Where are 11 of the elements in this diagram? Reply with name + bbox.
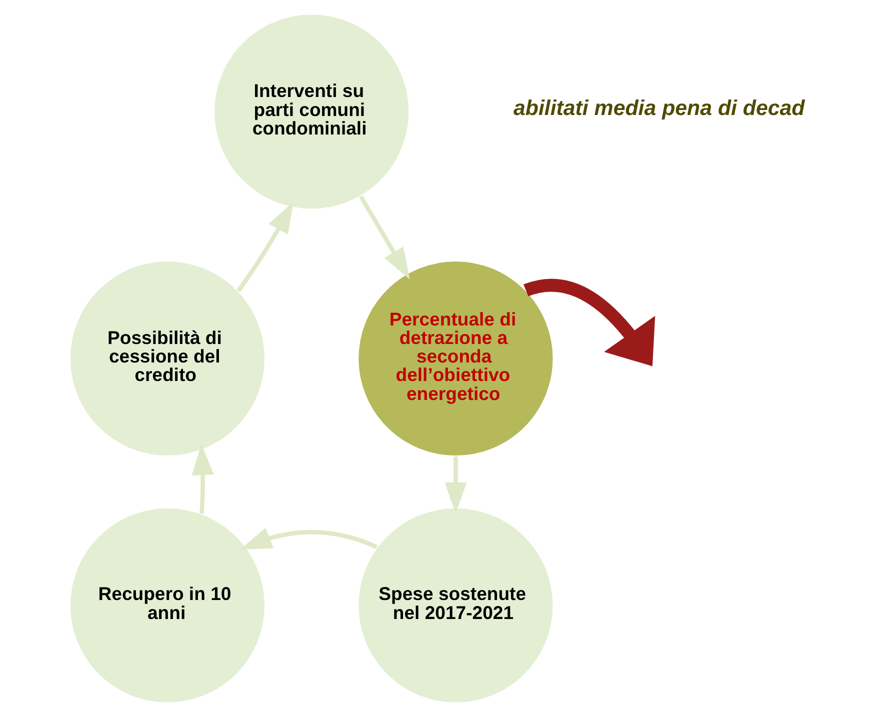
arrow xyxy=(444,456,466,514)
arrow xyxy=(240,528,378,550)
node-circle: Spese sostenute nel 2017-2021 xyxy=(356,506,554,704)
node-circle: Recupero in 10 anni xyxy=(68,506,266,704)
arrow xyxy=(358,195,410,280)
node-circle: Percentuale di detrazione a seconda dell’obiettivo energetico xyxy=(356,260,554,457)
node-circle: Interventi su parti comuni condominiali xyxy=(212,13,410,210)
arrow xyxy=(191,444,214,514)
arrow xyxy=(236,202,293,292)
label: abilitati media pena di decad xyxy=(512,96,804,120)
node-circle: Possibilità di cessione del credito xyxy=(68,260,266,457)
